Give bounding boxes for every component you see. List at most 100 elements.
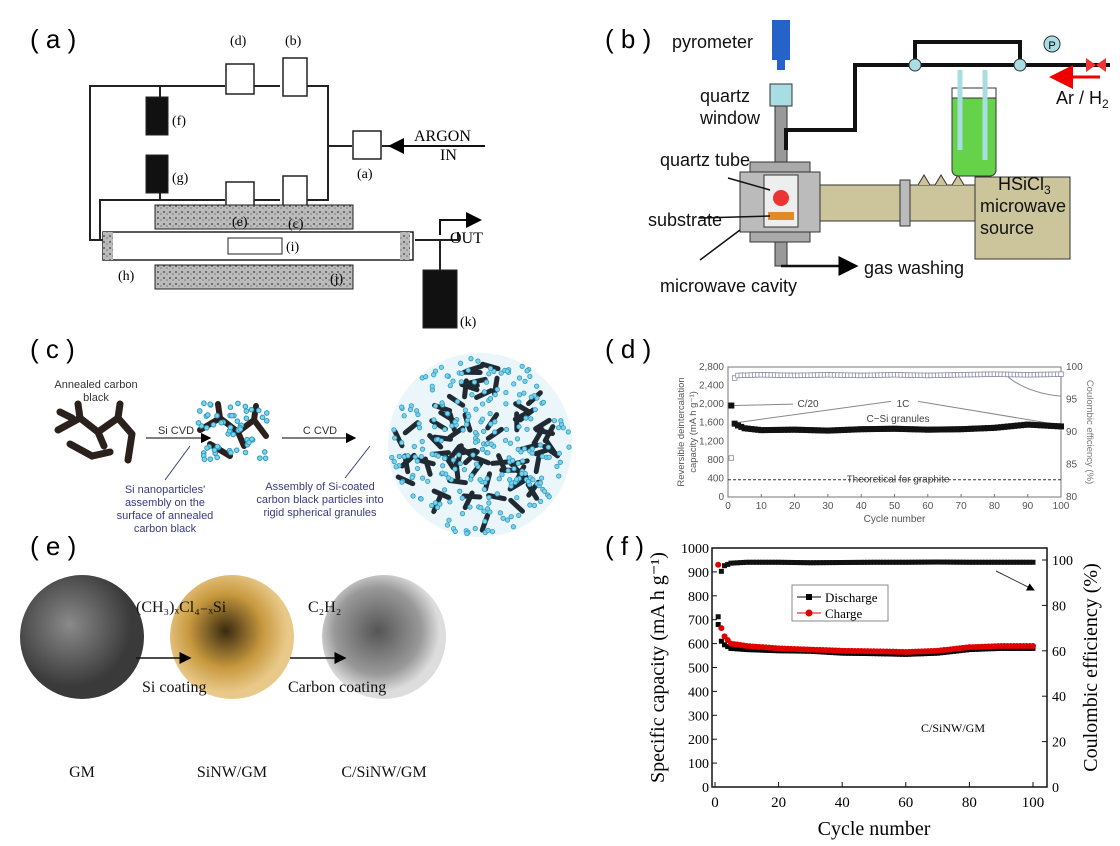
ce-point [896, 559, 902, 565]
capacity-point [1014, 422, 1021, 429]
discharge-point [734, 646, 740, 652]
si-nanoparticle [431, 372, 437, 378]
capacity-point [1048, 422, 1055, 429]
ce-point [731, 560, 737, 566]
capacity-point [861, 426, 868, 433]
ce-point [785, 559, 791, 565]
ce-point [979, 559, 985, 565]
si-nanoparticle [555, 425, 562, 431]
ce-point [976, 559, 982, 565]
si-nanoparticle [488, 441, 494, 447]
si-nanoparticle [423, 374, 429, 380]
capacity-point [1011, 422, 1018, 429]
si-nanoparticle [503, 401, 509, 407]
ce-point [1024, 559, 1030, 565]
si-nanoparticle [504, 517, 511, 523]
start-label: Annealed carbon [54, 379, 137, 391]
x-axis-label: Cycle number [818, 818, 931, 840]
capacity-point [768, 427, 775, 434]
si-cvd-label: Si CVD [158, 425, 194, 437]
y-tick-label: 400 [707, 473, 724, 484]
ce-point [922, 559, 928, 565]
carbon-branch [491, 375, 500, 397]
capacity-point [764, 427, 771, 434]
si-nanoparticle [429, 451, 435, 457]
x-tick-label: 40 [835, 795, 850, 811]
si-nanoparticle [518, 449, 524, 455]
si-nanoparticle [242, 403, 249, 410]
ce-point [741, 559, 747, 565]
part-label: (g) [172, 171, 189, 186]
si-nanoparticle [460, 427, 466, 433]
ce-point [798, 560, 804, 566]
carbon-branch [446, 444, 462, 462]
ce-point [973, 559, 979, 565]
gas-washing-label: gas washing [864, 258, 964, 278]
capacity-point [951, 426, 958, 433]
si-nanoparticle [458, 379, 464, 385]
si-nanoparticle [450, 457, 456, 463]
si-nanoparticle [486, 500, 492, 506]
capacity-point [734, 422, 741, 429]
ce-point [884, 559, 890, 565]
si-nanoparticle [471, 379, 478, 385]
ce-point [1017, 559, 1023, 565]
si-nanoparticle [529, 450, 535, 456]
y-tick-label: 800 [688, 590, 709, 605]
si-nanoparticle [410, 493, 416, 499]
capacity-point [994, 424, 1001, 431]
ce-point [1001, 559, 1007, 565]
ce-point [1058, 371, 1064, 377]
carbon-branch [533, 453, 542, 475]
ce-point [995, 559, 1001, 565]
ce-point [849, 559, 855, 565]
note-granule-assembly: Assembly of Si-coated [265, 481, 374, 493]
si-nanoparticle [407, 406, 414, 413]
si-nanoparticle [462, 407, 468, 413]
ce-point [912, 559, 918, 565]
si-nanoparticle [523, 415, 529, 421]
y2-axis-label: Coulombic efficiency (%) [1084, 380, 1095, 484]
si-nanoparticle [554, 463, 560, 469]
si-nanoparticle [210, 422, 217, 428]
carbon-branch [470, 454, 491, 466]
si-nanoparticle [498, 370, 504, 376]
ce-point [985, 559, 991, 565]
capacity-point [918, 426, 925, 433]
si-nanoparticle [237, 426, 244, 433]
capacity-point [968, 425, 975, 432]
ce-point [753, 559, 759, 565]
si-nanoparticle [389, 454, 395, 461]
capacity-point [841, 426, 848, 433]
ce-point [814, 560, 820, 566]
si-nanoparticle [468, 476, 474, 482]
capacity-point [1004, 423, 1011, 430]
discharge-point [750, 647, 756, 653]
charge-point [718, 625, 725, 632]
x-tick-label: 100 [1053, 501, 1070, 512]
part-label: (f) [172, 114, 186, 129]
capacity-point [941, 426, 948, 433]
si-nanoparticle [485, 506, 491, 512]
si-nanoparticle [396, 453, 402, 460]
si-nanoparticle [454, 398, 461, 405]
si-nanoparticle [442, 455, 448, 462]
quartz-tube-label: quartz tube [660, 150, 750, 170]
si-nanoparticle [214, 443, 221, 450]
ce-point [763, 559, 769, 565]
capacity-point [831, 427, 838, 434]
capacity-point [731, 420, 738, 427]
carbon-branch [508, 497, 525, 514]
si-nanoparticle [492, 392, 498, 398]
carbon-branch [431, 488, 452, 501]
ce-point [728, 560, 734, 566]
capacity-point [868, 426, 875, 433]
ce-point [1014, 559, 1020, 565]
ce-point [919, 559, 925, 565]
si-nanoparticle [461, 467, 468, 473]
carbon-branch [438, 410, 457, 424]
capacity-point [1008, 423, 1015, 430]
si-nanoparticle [439, 400, 445, 406]
ce-point [970, 559, 976, 565]
si-nanoparticle [560, 425, 566, 431]
